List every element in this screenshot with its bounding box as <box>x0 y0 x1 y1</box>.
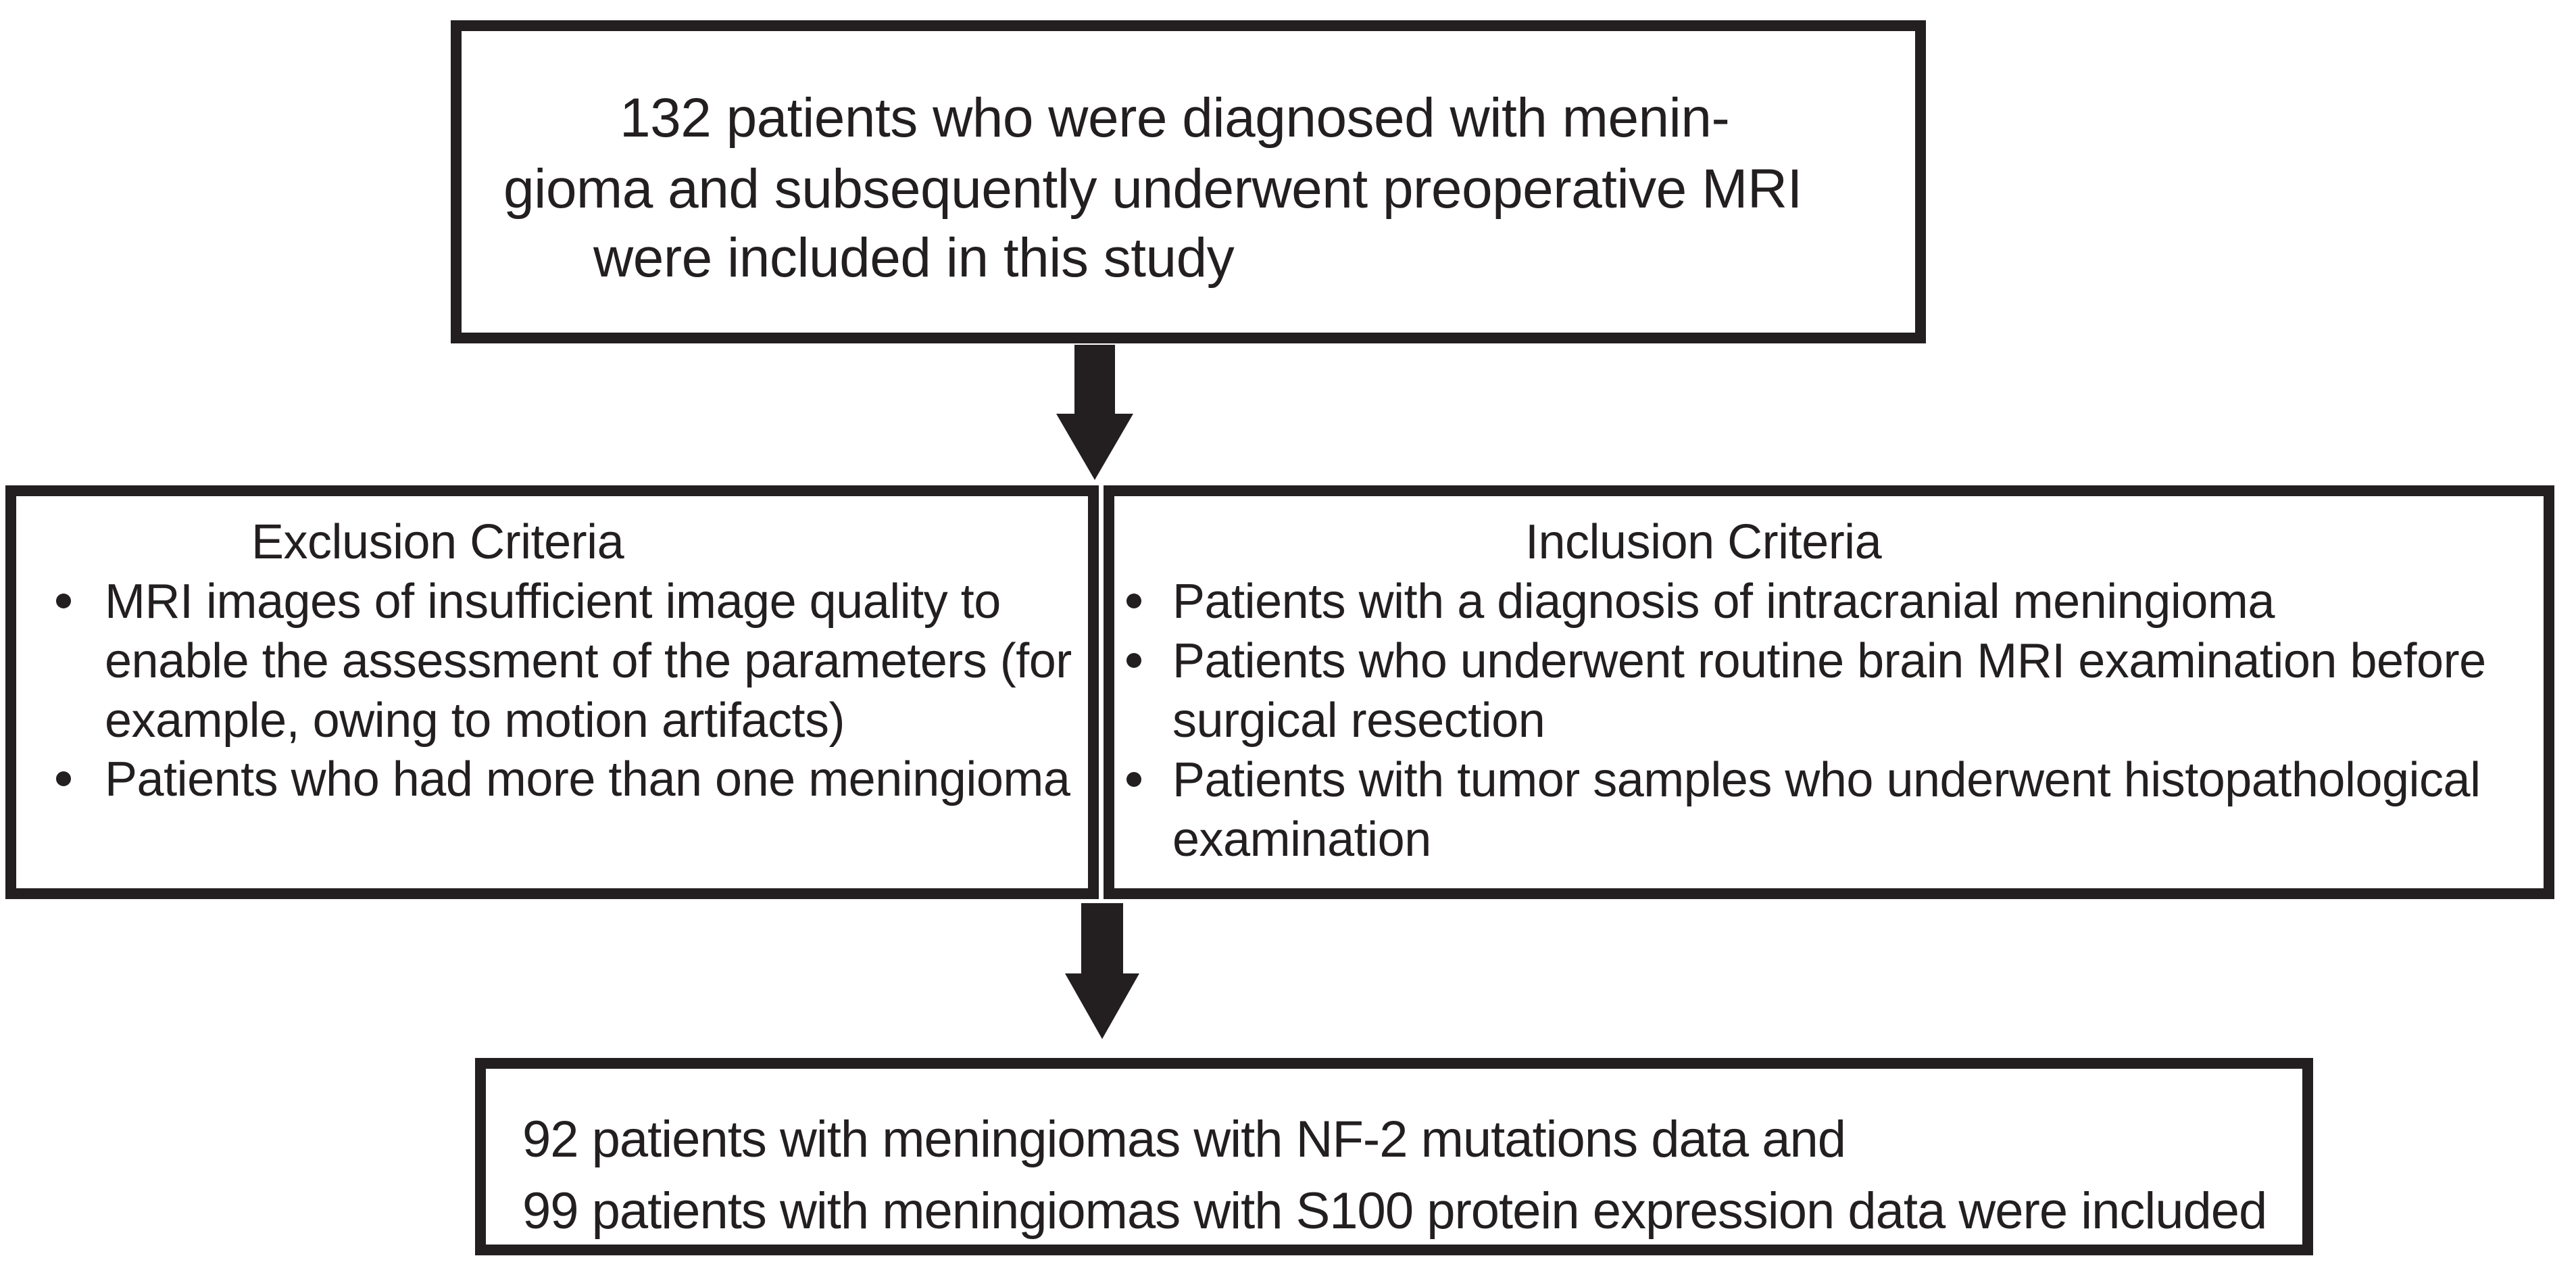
enrolled-patients-line: were included in this study <box>593 227 1235 289</box>
included-patients-line: 99 patients with meningiomas with S100 p… <box>522 1182 2267 1240</box>
enrolled-patients-box: 132 patients who were diagnosed with men… <box>451 20 1926 343</box>
inclusion-criteria-box: Inclusion Criteria Patients with a diagn… <box>1104 485 2554 899</box>
enrolled-patients-line: gioma and subsequently underwent preoper… <box>503 158 1802 220</box>
included-patients-line: 92 patients with meningiomas with NF-2 m… <box>522 1111 1846 1168</box>
inclusion-bullet-line: Patients with a diagnosis of intracrania… <box>1172 575 2275 629</box>
bullet-dot-icon <box>1126 594 1141 608</box>
inclusion-bullet-line: Patients with tumor samples who underwen… <box>1172 753 2481 807</box>
inclusion-bullet-line: Patients who underwent routine brain MRI… <box>1172 634 2486 688</box>
bullet-dot-icon <box>56 594 71 608</box>
bullet-dot-icon <box>1126 772 1141 787</box>
bullet-dot-icon <box>56 771 71 786</box>
arrow-stem <box>1081 903 1123 973</box>
exclusion-bullet-line: example, owing to motion artifacts) <box>105 694 845 748</box>
exclusion-criteria-box: Exclusion Criteria MRI images of insuffi… <box>5 485 1099 899</box>
exclusion-bullet-line: enable the assessment of the parameters … <box>105 634 1072 688</box>
bullet-dot-icon <box>1126 653 1141 668</box>
arrow-head <box>1056 414 1133 480</box>
inclusion-bullet-line: surgical resection <box>1172 694 1545 748</box>
inclusion-criteria-title: Inclusion Criteria <box>1525 515 1882 569</box>
exclusion-criteria-title: Exclusion Criteria <box>251 515 624 569</box>
inclusion-bullet-line: examination <box>1172 813 1431 867</box>
included-patients-box: 92 patients with meningiomas with NF-2 m… <box>475 1058 2313 1255</box>
arrow-stem <box>1074 345 1115 415</box>
exclusion-bullet-line: MRI images of insufficient image quality… <box>105 575 1001 629</box>
enrolled-patients-line: 132 patients who were diagnosed with men… <box>620 87 1730 149</box>
exclusion-bullet-line: Patients who had more than one meningiom… <box>105 752 1070 806</box>
arrow-head <box>1065 973 1139 1039</box>
